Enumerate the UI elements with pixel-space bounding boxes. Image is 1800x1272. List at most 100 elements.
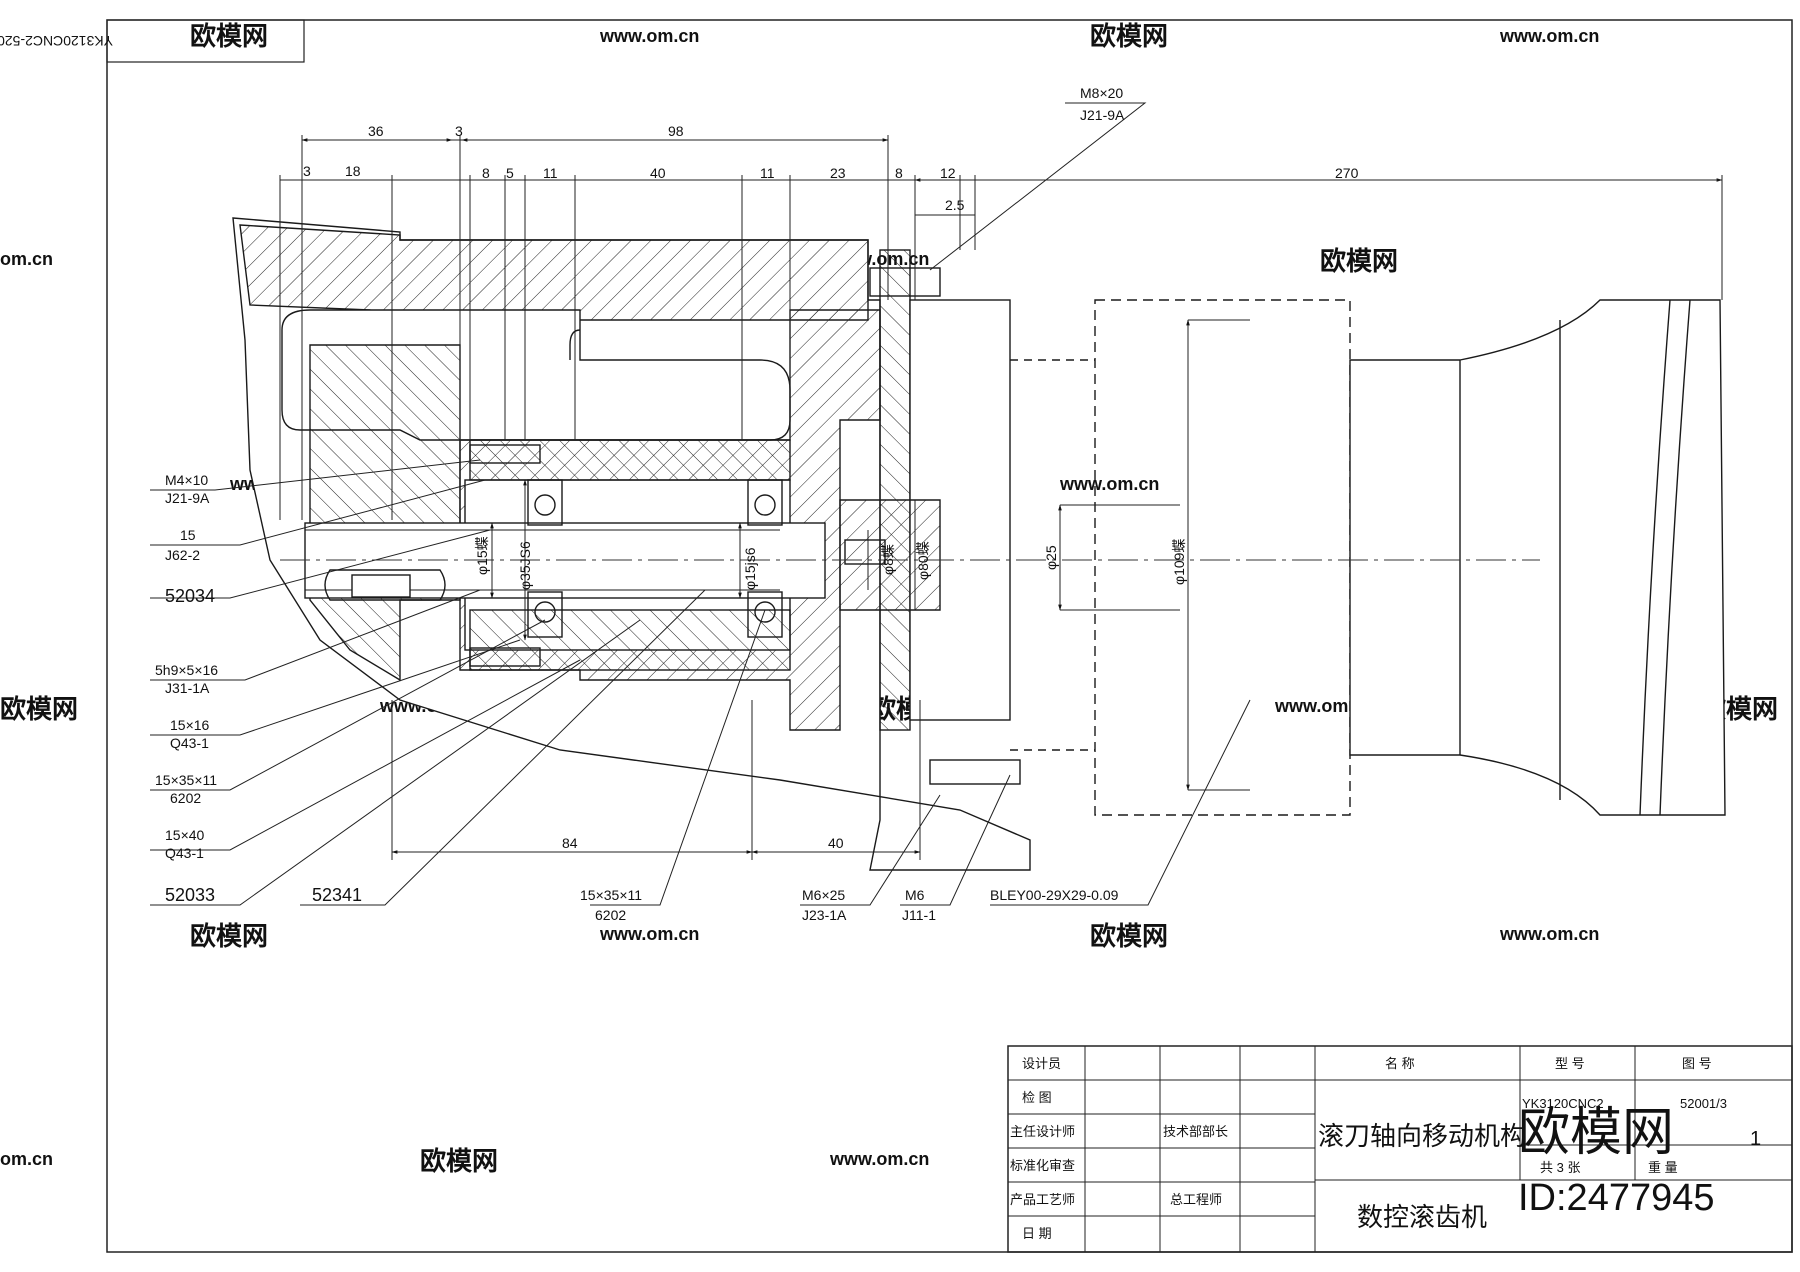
dim-5: 5 <box>506 165 514 181</box>
bearing-race <box>527 479 563 526</box>
tb-drawing-no-header: 图 号 <box>1682 1056 1712 1071</box>
bolt-m6 <box>929 759 1021 785</box>
label-m8x20: M8×20 <box>1080 85 1123 101</box>
label-bearing1: 15×35×11 <box>155 772 217 788</box>
label-bearing2-std: 6202 <box>595 907 626 923</box>
sleeve-hatch-top <box>469 439 791 481</box>
label-m6: M6 <box>905 887 925 903</box>
label-bearing1-std: 6202 <box>170 790 201 806</box>
dim-40b: 40 <box>828 835 844 851</box>
code-box <box>106 19 305 63</box>
sleeve-hatch-bottom <box>469 609 791 671</box>
dimension-lines <box>279 135 1723 860</box>
dia-25: φ25 <box>1043 545 1059 570</box>
dia-8: φ8蝶 <box>880 544 896 575</box>
label-bley: BLEY00-29X29-0.09 <box>990 887 1119 903</box>
bearing-ball <box>754 494 776 516</box>
label-15-std: J62-2 <box>165 547 200 563</box>
drawing-frame <box>106 19 1793 1253</box>
tb-process: 产品工艺师 <box>1010 1192 1075 1207</box>
label-15x40: 15×40 <box>165 827 205 843</box>
tb-sheet-no: 1 <box>1750 1128 1761 1150</box>
watermark-url: www.om.cn <box>599 924 699 944</box>
label-15x40-std: Q43-1 <box>165 845 204 861</box>
tb-model-header: 型 号 <box>1555 1056 1585 1071</box>
watermark-url: www.om.cn <box>599 26 699 46</box>
tb-drawing-no-value: 52001/3 <box>1680 1096 1727 1111</box>
label-15x16-std: Q43-1 <box>170 735 209 751</box>
dim-40: 40 <box>650 165 666 181</box>
housing-upper-hatch <box>239 224 869 321</box>
dia-15js6: φ15js6 <box>742 547 758 590</box>
overlay-id: ID:2477945 <box>1518 1177 1715 1219</box>
watermark-brand: 欧模网 <box>1090 921 1168 951</box>
title-block-text: 设计员 检 图 主任设计师 标准化审查 产品工艺师 日 期 技术部部长 总工程师… <box>1010 1056 1761 1241</box>
spacer-dashed <box>1010 359 1095 751</box>
bearing-ball <box>754 601 776 623</box>
tb-name-header: 名 称 <box>1385 1056 1415 1071</box>
dim-36: 36 <box>368 123 384 139</box>
watermark-brand: 欧模网 <box>0 694 78 724</box>
bearing-race <box>747 479 783 526</box>
dim-3: 3 <box>455 123 463 139</box>
dim-18: 18 <box>345 163 361 179</box>
dim-2-5: 2.5 <box>945 197 965 213</box>
dim-12: 12 <box>940 165 956 181</box>
hob-profile <box>1349 299 1726 816</box>
label-m4x10-std: J21-9A <box>165 490 210 506</box>
tb-date: 日 期 <box>1022 1226 1052 1241</box>
label-m4x10: M4×10 <box>165 472 208 488</box>
bearing-race <box>527 591 563 638</box>
flange-plate <box>879 249 911 731</box>
assembly-section <box>232 217 1726 871</box>
bolt-m4 <box>469 444 541 464</box>
tb-machine-name: 数控滚齿机 <box>1357 1202 1487 1232</box>
label-key-std: J31-1A <box>165 680 210 696</box>
watermark-url: www.om.cn <box>1499 924 1599 944</box>
part-labels: M8×20 J21-9A M4×10 J21-9A 15 J62-2 52034… <box>155 85 1125 923</box>
watermark-brand: 欧模网 <box>190 21 268 51</box>
overlay-logo: 欧模网 <box>1518 1104 1674 1162</box>
tb-designer: 设计员 <box>1022 1056 1061 1071</box>
tb-chief-engineer: 总工程师 <box>1170 1192 1222 1207</box>
tb-chief-designer: 主任设计师 <box>1010 1124 1075 1139</box>
hob-tooth-line <box>1639 299 1671 816</box>
watermark-url: www.om.cn <box>829 1149 929 1169</box>
key-slot <box>324 569 446 601</box>
dim-98: 98 <box>668 123 684 139</box>
hob-tooth-line <box>1659 299 1691 816</box>
key <box>351 574 411 598</box>
bearing-ball <box>534 601 556 623</box>
cavity-inner <box>569 329 581 360</box>
watermark-url: www.om.cn <box>1499 26 1599 46</box>
leader-lines <box>150 102 1251 906</box>
tb-standard-review: 标准化审查 <box>1010 1158 1075 1173</box>
label-52033: 52033 <box>165 885 215 905</box>
tb-part-name: 滚刀轴向移动机构 <box>1318 1121 1526 1151</box>
dia-80: φ80蝶 <box>915 541 931 580</box>
bearing-race <box>747 591 783 638</box>
hob-cutter <box>1094 299 1351 816</box>
label-m6x25: M6×25 <box>802 887 845 903</box>
label-m6x25-std: J23-1A <box>802 907 847 923</box>
dim-8b: 8 <box>895 165 903 181</box>
tb-weight-label: 重 量 <box>1648 1160 1678 1175</box>
dia-15: φ15蝶 <box>474 536 490 575</box>
tb-check: 检 图 <box>1022 1090 1052 1105</box>
dia-109: φ109蝶 <box>1171 539 1187 585</box>
dim-11b: 11 <box>760 165 775 181</box>
label-52034: 52034 <box>165 586 215 606</box>
label-bearing2: 15×35×11 <box>580 887 642 903</box>
label-m8x20-std: J21-9A <box>1080 107 1125 123</box>
dim-3b: 3 <box>303 163 311 179</box>
watermark-brand: 欧模网 <box>190 921 268 951</box>
watermark-brand: 欧模网 <box>1090 21 1168 51</box>
watermark-url: www.om.cn <box>1059 474 1159 494</box>
dim-84: 84 <box>562 835 578 851</box>
drawing-code: YK3120CNC2-52001/3 <box>0 33 113 49</box>
watermark-brand: 欧模网 <box>420 1146 498 1176</box>
label-15x16: 15×16 <box>170 717 210 733</box>
watermark-brand: 欧模网 <box>1320 246 1398 276</box>
label-52341: 52341 <box>312 885 362 905</box>
bearing-ball <box>534 494 556 516</box>
